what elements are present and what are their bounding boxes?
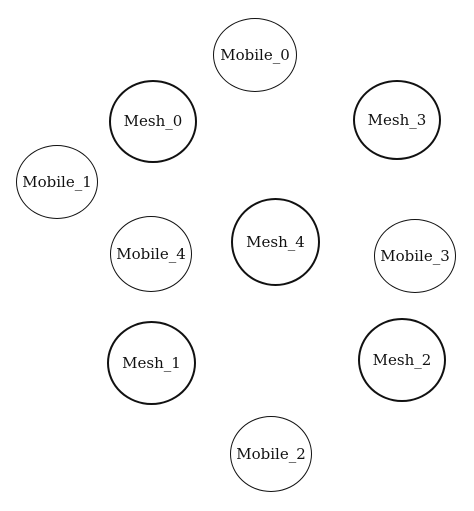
node-mesh-3-label: Mesh_3: [367, 110, 427, 129]
node-mesh-0: Mesh_0: [109, 80, 197, 163]
node-mesh-4-label: Mesh_4: [246, 232, 305, 251]
node-mesh-3: Mesh_3: [353, 80, 441, 160]
node-mesh-0-label: Mesh_0: [123, 112, 183, 130]
node-mobile-4: Mobile_4: [110, 216, 192, 292]
node-mobile-4-label: Mobile_4: [116, 244, 186, 263]
node-mobile-3: Mobile_3: [374, 219, 456, 293]
node-mobile-0-label: Mobile_0: [220, 45, 290, 64]
node-mobile-2: Mobile_2: [230, 416, 312, 492]
node-mobile-1: Mobile_1: [16, 145, 98, 219]
node-mesh-1: Mesh_1: [107, 321, 196, 405]
node-mesh-1-label: Mesh_1: [122, 353, 181, 372]
node-mesh-4: Mesh_4: [231, 198, 320, 286]
node-mesh-2: Mesh_2: [358, 318, 446, 402]
node-mesh-2-label: Mesh_2: [372, 350, 432, 369]
node-mobile-0: Mobile_0: [213, 18, 297, 92]
node-mobile-3-label: Mobile_3: [380, 246, 450, 265]
node-mobile-1-label: Mobile_1: [22, 172, 92, 191]
node-mobile-2-label: Mobile_2: [236, 444, 306, 463]
